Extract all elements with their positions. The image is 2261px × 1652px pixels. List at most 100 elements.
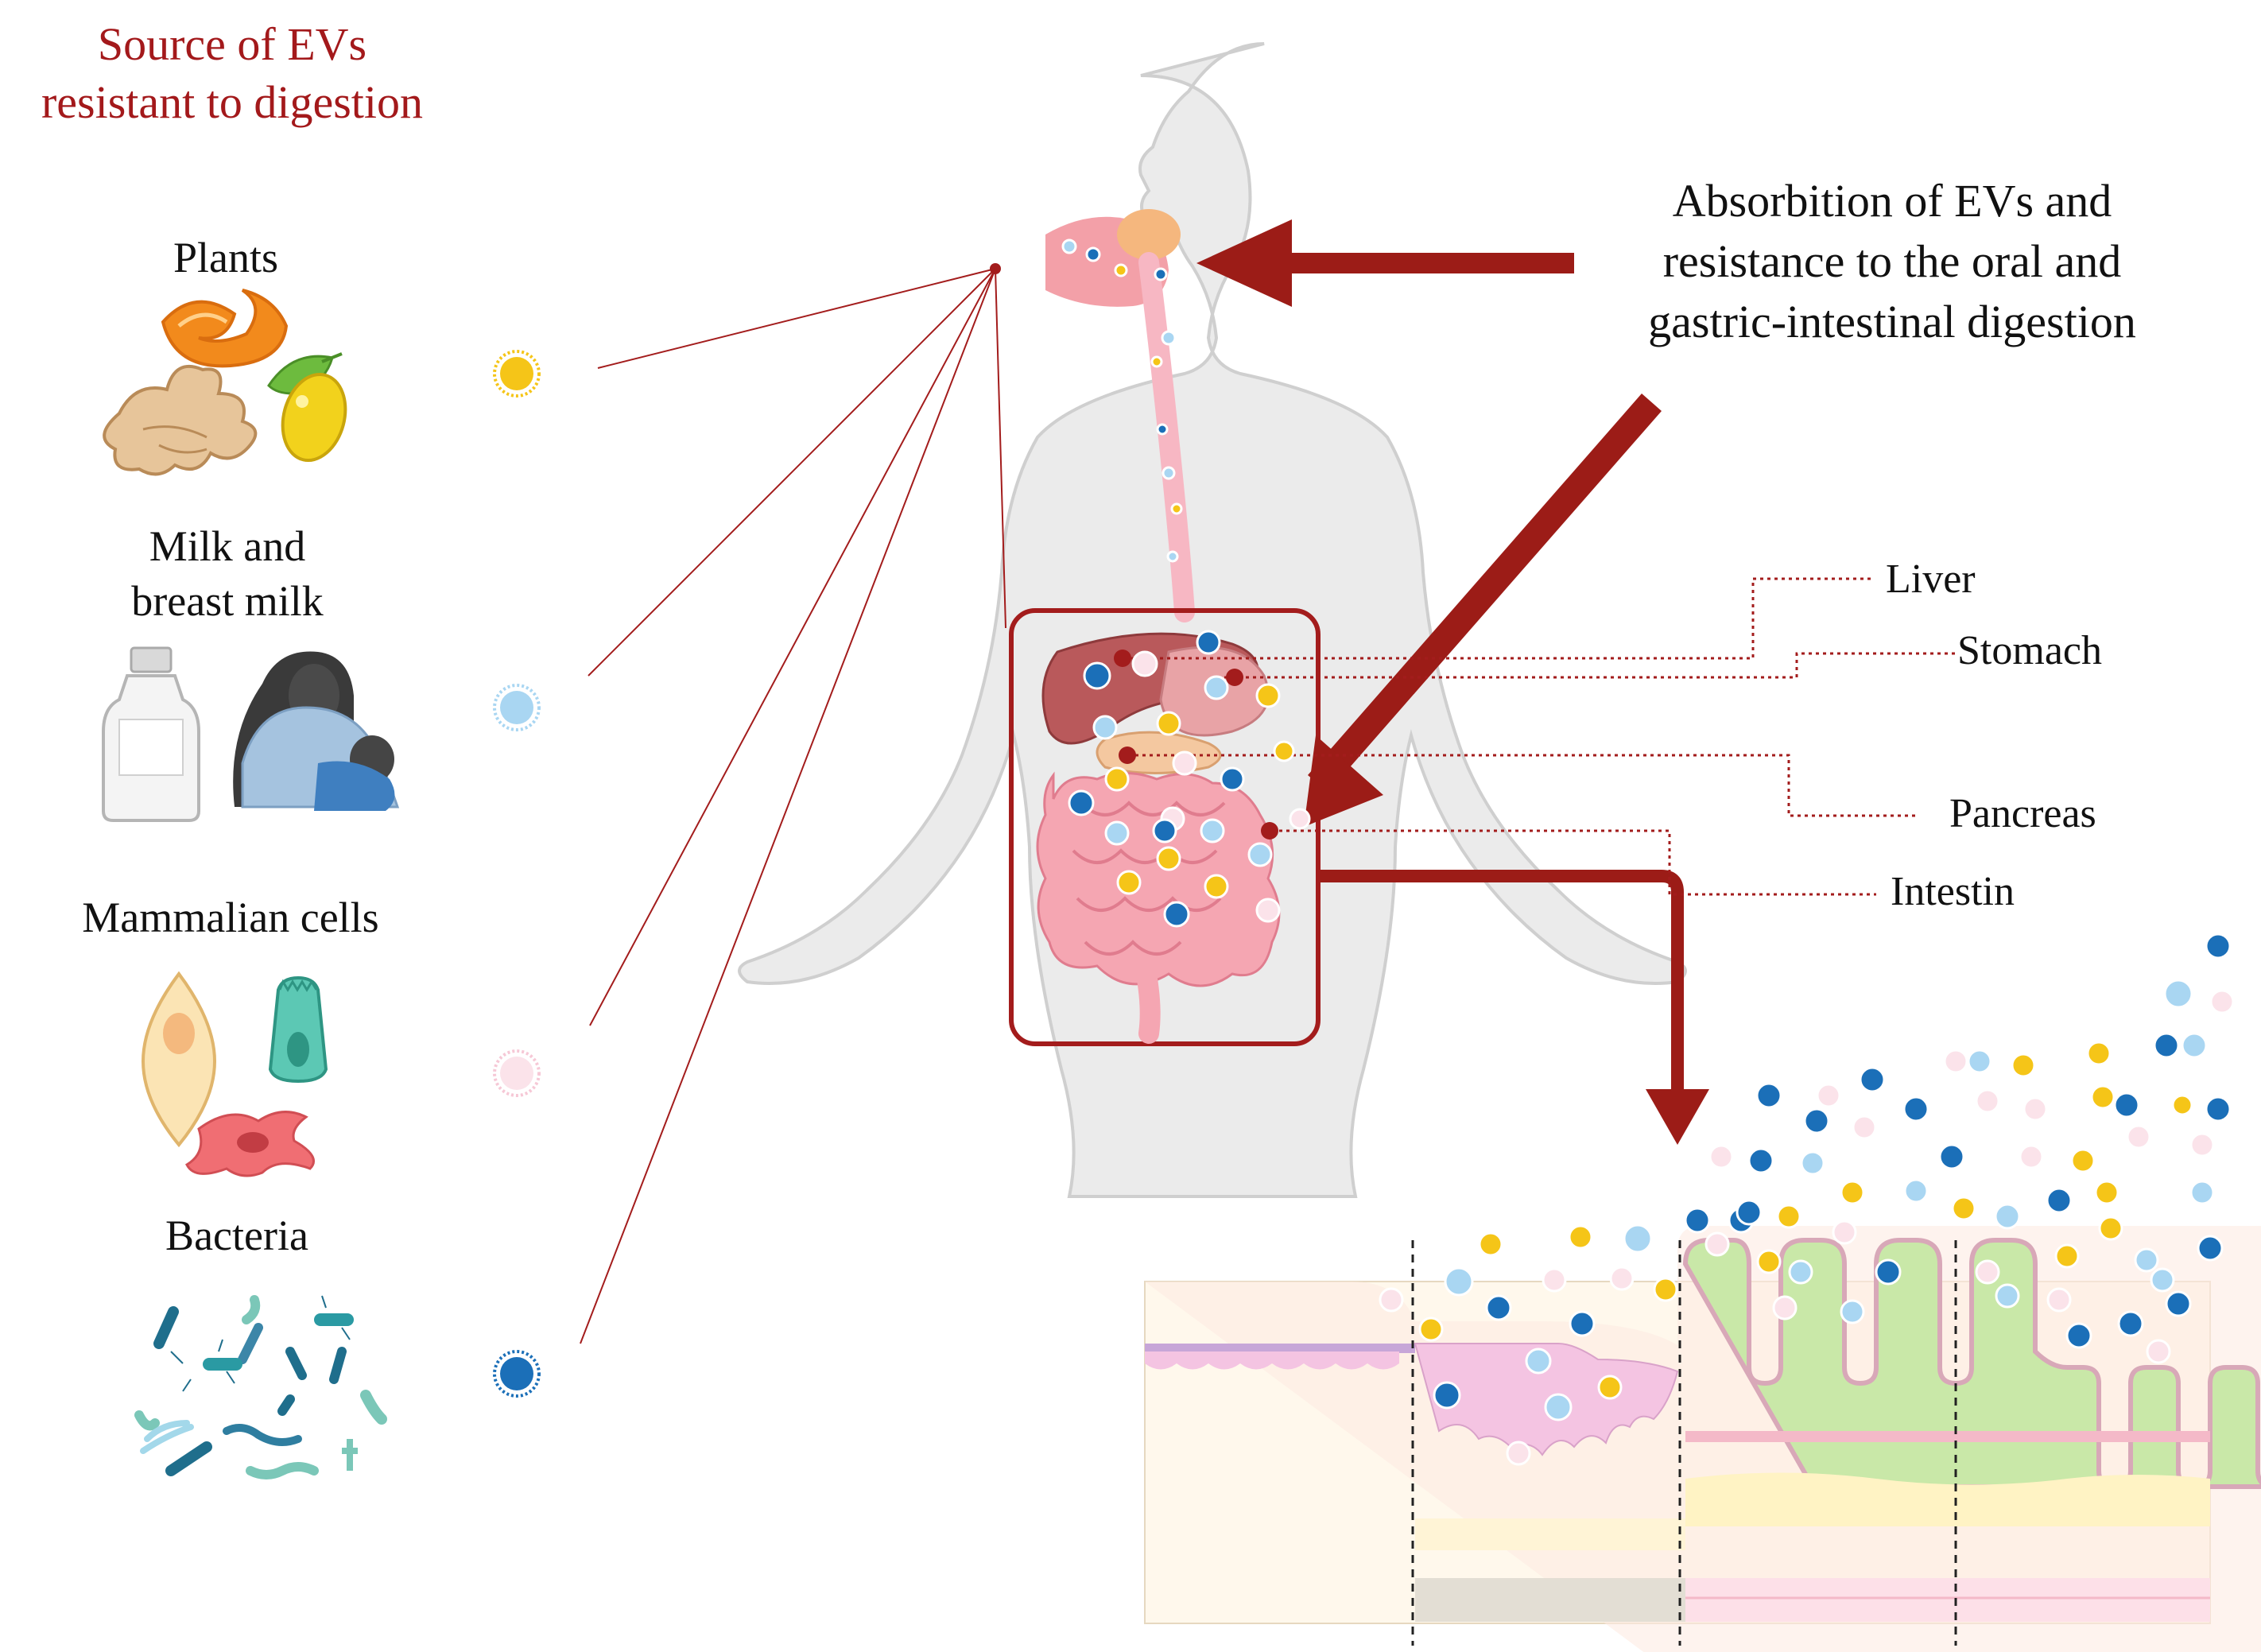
organ-leader-lines <box>1117 577 1956 896</box>
header-title: Source of EVs resistant to digestion <box>41 18 423 128</box>
ev-particle <box>1444 1266 1474 1297</box>
ev-particle <box>1485 1294 1512 1321</box>
source-label-milk-line2: breast milk <box>131 577 323 625</box>
section-divider-lines <box>1411 1240 1957 1646</box>
ev-particle <box>2146 1339 2171 1364</box>
ev-particle <box>1859 1066 1886 1093</box>
ev-particle <box>1938 1143 1965 1170</box>
ev-particle <box>1152 818 1177 843</box>
ev-particle <box>1852 1115 1877 1140</box>
ev-particle <box>1816 1083 1841 1108</box>
ev-particle <box>1150 355 1163 368</box>
ev-particle <box>1104 766 1130 792</box>
ev-particle <box>1569 1310 1596 1337</box>
ev-particles <box>1061 238 2235 1466</box>
ev-particle <box>1967 1049 1992 1074</box>
ev-particle <box>2046 1287 2072 1313</box>
ev-particle <box>2153 1032 2180 1059</box>
ev-particle <box>1708 1144 1734 1169</box>
ev-particle <box>1255 898 1281 923</box>
ev-particle <box>2134 1247 2159 1273</box>
ev-particle <box>1776 1204 1801 1229</box>
ev-particle <box>2205 933 2232 960</box>
arrow-to-intestinal-wall <box>1320 870 1709 1145</box>
ev-particle <box>1840 1180 1865 1205</box>
columnar-cell-icon <box>268 975 328 1084</box>
ev-particle <box>1597 1375 1623 1400</box>
absorption-line2: resistance to the oral and <box>1663 235 2122 287</box>
ev-particle <box>1747 1147 1774 1174</box>
ev-particle <box>1736 1199 1763 1226</box>
ev-particle <box>1200 818 1225 843</box>
ev-particle <box>1247 842 1273 867</box>
ev-particle <box>1951 1196 1976 1221</box>
ev-particle <box>1156 423 1169 436</box>
header-title-line1: Source of EVs <box>98 18 366 70</box>
ev-particle <box>1433 1381 1461 1410</box>
ev-particle <box>1478 1231 1503 1257</box>
ev-particle <box>1756 1249 1782 1274</box>
ev-particle <box>1684 1207 1711 1234</box>
source-label-milk-line1: Milk and <box>149 522 306 570</box>
ev-particle <box>1161 330 1177 346</box>
organ-marker-dot <box>1119 747 1136 764</box>
organ-marker-dot <box>1226 669 1243 686</box>
ev-particle <box>1943 1049 1968 1074</box>
ev-particle <box>1172 750 1197 776</box>
ev-particle <box>1166 550 1179 563</box>
ev-particle <box>1204 874 1229 899</box>
bacteria-cluster-icon <box>134 1295 387 1479</box>
ev-particle <box>1418 1317 1444 1342</box>
ev-particle <box>1255 683 1281 708</box>
epithelial-cell-icon <box>141 971 217 1148</box>
organ-label-liver: Liver <box>1886 556 1976 602</box>
ev-particle <box>1196 630 1221 655</box>
ev-particle <box>1704 1231 1730 1257</box>
ev-particle <box>1755 1082 1782 1109</box>
ev-particle <box>2054 1243 2080 1269</box>
ev-particle <box>2022 1096 2048 1122</box>
ev-particle <box>2065 1322 2092 1349</box>
source-label-bacteria: Bacteria <box>165 1212 308 1259</box>
ev-particle <box>1156 711 1181 736</box>
source-label-plants: Plants <box>173 234 278 281</box>
lemon-icon <box>267 352 347 463</box>
source-label-mammalian: Mammalian cells <box>82 894 378 941</box>
ev-particle <box>1116 870 1142 895</box>
ginger-root-icon <box>103 365 258 476</box>
ev-particle <box>1995 1283 2020 1309</box>
ev-particle <box>1085 246 1101 262</box>
ev-particle <box>1840 1299 1865 1324</box>
source-ev-plants <box>493 350 541 397</box>
source-ev-milk <box>493 684 541 731</box>
ev-particle <box>1772 1295 1798 1320</box>
source-ev-bacteria <box>493 1350 541 1398</box>
organ-label-intestin: Intestin <box>1891 869 2015 914</box>
source-ev-mammalian <box>493 1049 541 1097</box>
ev-particle <box>1568 1224 1593 1250</box>
ev-particle <box>1156 846 1181 871</box>
ev-particle <box>2086 1041 2112 1066</box>
organ-label-pancreas: Pancreas <box>1949 791 2096 836</box>
ev-particle <box>1289 808 1311 830</box>
ev-particle <box>1131 650 1158 677</box>
ev-particle <box>1379 1287 1404 1313</box>
ev-particle <box>1832 1220 1857 1245</box>
intestinal-wall-cross-section <box>1144 1226 2261 1652</box>
ev-particle <box>1163 901 1190 928</box>
ev-particle <box>1092 715 1118 740</box>
header-title-line2: resistant to digestion <box>41 76 423 128</box>
ev-particle <box>2150 1267 2175 1293</box>
ev-particle <box>2019 1144 2044 1169</box>
ev-particle <box>2117 1310 2144 1337</box>
ev-particle <box>1154 267 1168 281</box>
ev-particle <box>1975 1088 2000 1114</box>
ev-particle <box>1975 1259 2000 1285</box>
ev-particle <box>2209 989 2235 1014</box>
ev-particle <box>1903 1178 1929 1204</box>
human-body-silhouette <box>738 42 1687 1198</box>
ev-particle <box>1800 1150 1825 1176</box>
ev-particle <box>1162 466 1176 480</box>
ev-particle <box>2094 1180 2119 1205</box>
ev-particle <box>1902 1096 1929 1123</box>
